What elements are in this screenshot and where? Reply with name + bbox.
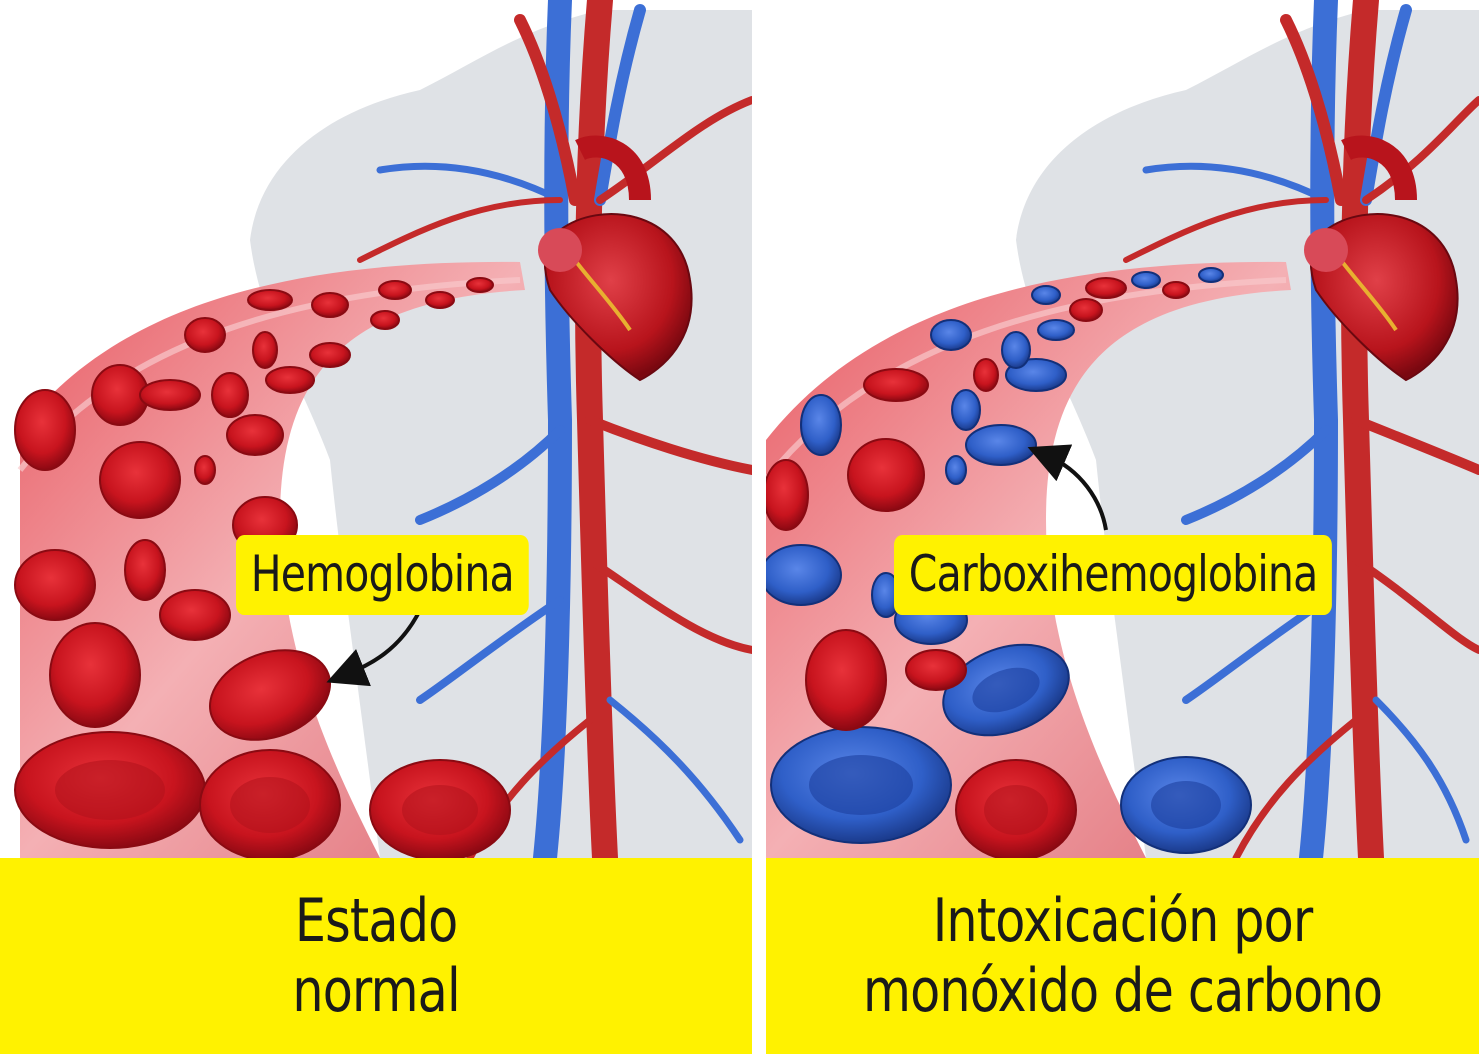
panel-normal: Hemoglobina Estado normal — [0, 0, 752, 1054]
carboxyhemoglobin-label: Carboxihemoglobina — [894, 535, 1332, 615]
circulation-illustration — [766, 0, 1479, 858]
caption-box: Estado normal — [0, 858, 752, 1054]
hemoglobin-label: Hemoglobina — [236, 535, 529, 615]
body-silhouette — [250, 10, 752, 858]
circulation-illustration — [0, 0, 752, 858]
caption-normal: Estado normal — [292, 886, 459, 1026]
caption-box: Intoxicación por monóxido de carbono — [766, 858, 1479, 1054]
caption-co-poisoning: Intoxicación por monóxido de carbono — [863, 886, 1382, 1026]
panel-co-poisoning: Carboxihemoglobina Intoxicación por monó… — [766, 0, 1479, 1054]
